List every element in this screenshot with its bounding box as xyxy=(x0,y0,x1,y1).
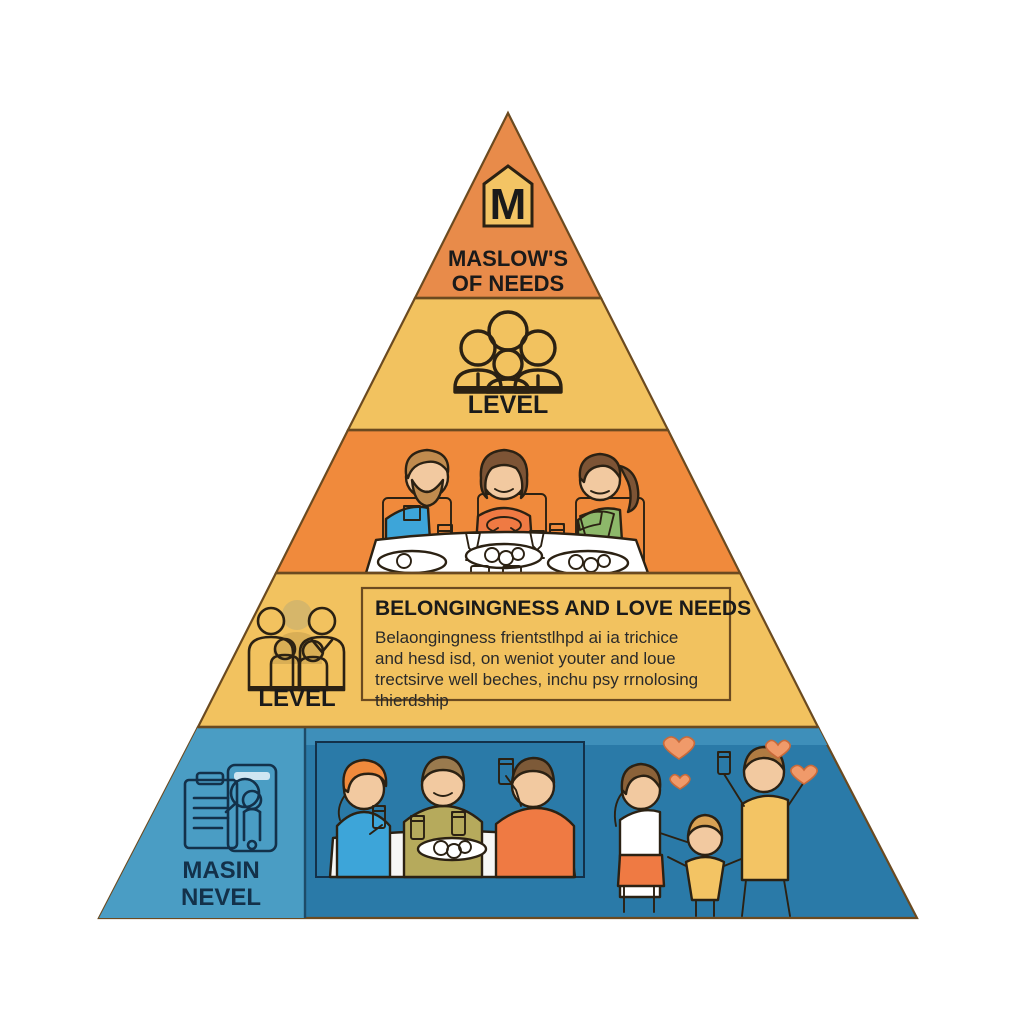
tier-4-layer[interactable]: LEVEL BELONGINGNESS AND LOVE NEEDS Belao… xyxy=(196,571,820,729)
callout-body-line-1: Belaongingness frientstlhpd ai ia trichi… xyxy=(375,628,678,647)
tier-3-layer[interactable] xyxy=(274,428,742,590)
heart-icons xyxy=(662,736,818,790)
apex-layer[interactable]: M MASLOW'S OF NEEDS xyxy=(413,110,603,300)
callout-body-line-4: thierdship xyxy=(375,691,449,710)
tier-4-label: LEVEL xyxy=(258,685,335,712)
tier-4-callout[interactable]: BELONGINGNESS AND LOVE NEEDS Belaongingn… xyxy=(360,586,751,710)
family-group-icon xyxy=(247,600,346,692)
family-dining-illustration xyxy=(364,448,650,573)
group-of-people-icon xyxy=(453,310,563,394)
clipboard-phone-icon xyxy=(183,763,278,853)
tier-2-layer[interactable]: LEVEL xyxy=(346,296,670,432)
apex-title-line-1: MASLOW'S xyxy=(448,246,568,271)
friends-toasting-illustration xyxy=(315,741,585,879)
tier-5-label-line1: MASIN xyxy=(182,857,259,884)
tier-2-label: LEVEL xyxy=(468,391,549,419)
tier-dividers xyxy=(198,296,818,729)
callout-body-line-3: trectsirve well beches, inchu psy rrnolo… xyxy=(375,670,698,689)
tier-5-base-layer[interactable]: MASIN NEVEL xyxy=(90,725,930,927)
tier-5-label-line2: NEVEL xyxy=(181,884,261,911)
callout-body-line-2: and hesd isd, on weniot youter and loue xyxy=(375,649,676,668)
house-badge-icon: M xyxy=(482,164,534,229)
badge-letter: M xyxy=(490,180,527,229)
apex-title-line-2: OF NEEDS xyxy=(452,271,564,296)
callout-heading: BELONGINGNESS AND LOVE NEEDS xyxy=(375,597,751,620)
callout-box xyxy=(360,586,732,702)
family-with-hearts-illustration xyxy=(613,736,818,917)
